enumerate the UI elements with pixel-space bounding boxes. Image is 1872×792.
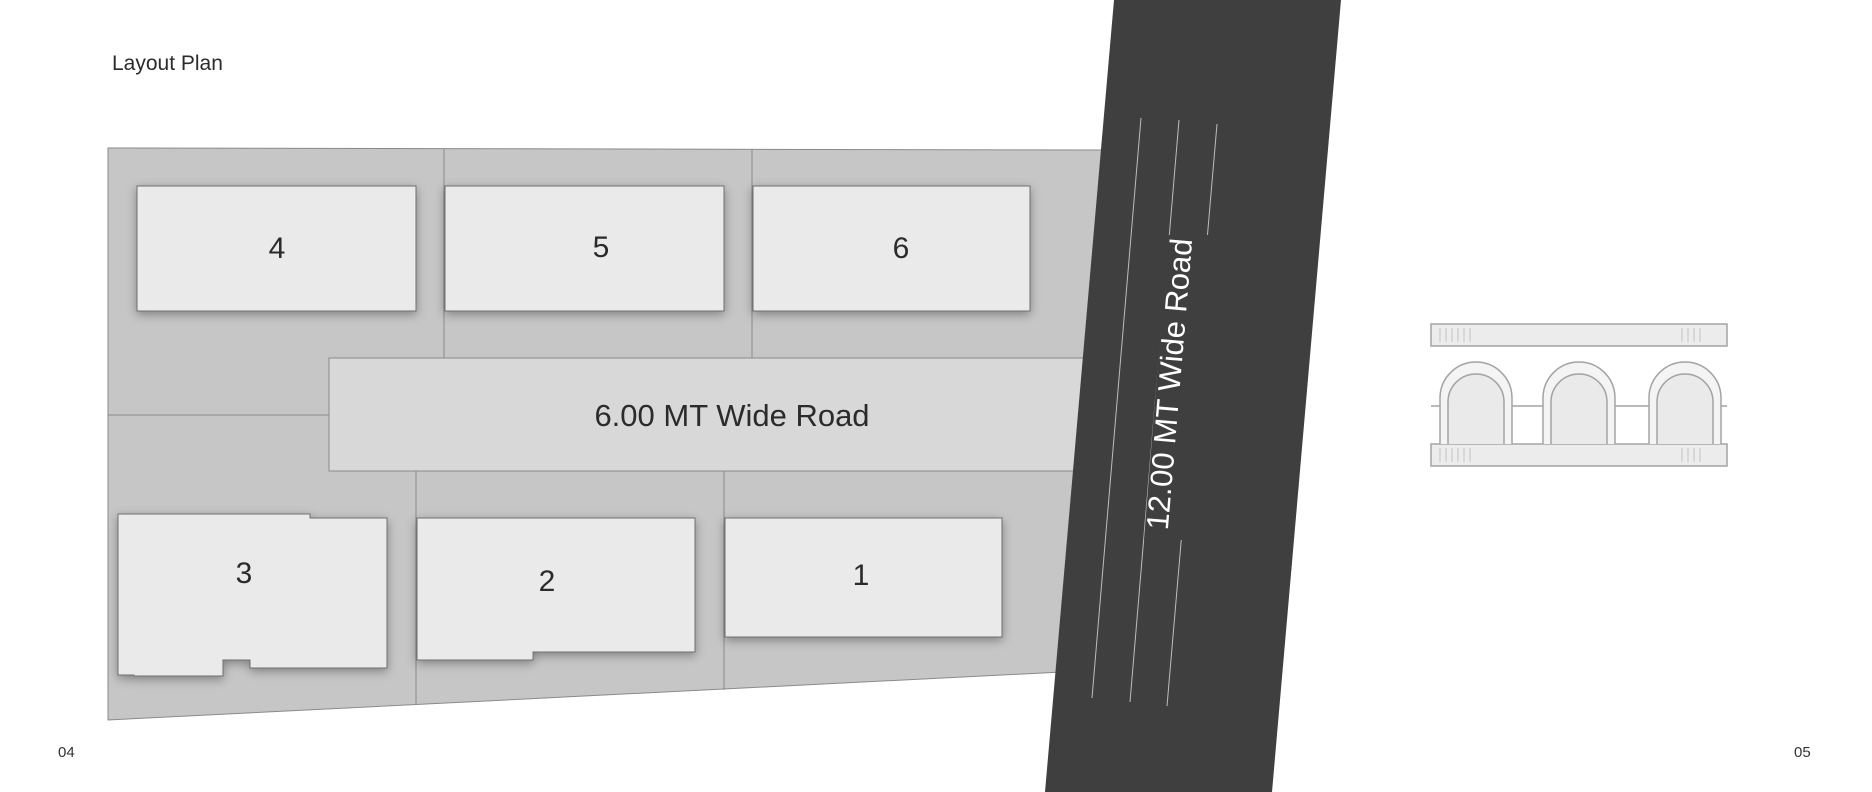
- plot-6-building: [752, 185, 1031, 312]
- main-road-label-backdrop: [1144, 235, 1210, 540]
- arch-emblem-icon: [1430, 323, 1728, 467]
- plot-3-building: [117, 513, 388, 677]
- internal-road: [328, 357, 1110, 472]
- plot-1-building: [724, 517, 1003, 638]
- plot-2-label: 2: [539, 565, 556, 598]
- plot-2-building: [416, 517, 696, 661]
- page-number-left: 04: [58, 744, 75, 761]
- page-title: Layout Plan: [112, 52, 223, 75]
- plot-6-label: 6: [893, 232, 910, 265]
- internal-road-label: 6.00 MT Wide Road: [594, 398, 869, 433]
- plot-4-label: 4: [269, 232, 286, 265]
- page-number-right: 05: [1794, 744, 1811, 761]
- plot-3-label: 3: [236, 557, 253, 590]
- plot-5-building: [444, 185, 725, 312]
- plot-1-label: 1: [853, 559, 870, 592]
- plot-5-label: 5: [593, 231, 610, 264]
- plot-4-building: [136, 185, 417, 312]
- plot-dividers: [108, 149, 753, 705]
